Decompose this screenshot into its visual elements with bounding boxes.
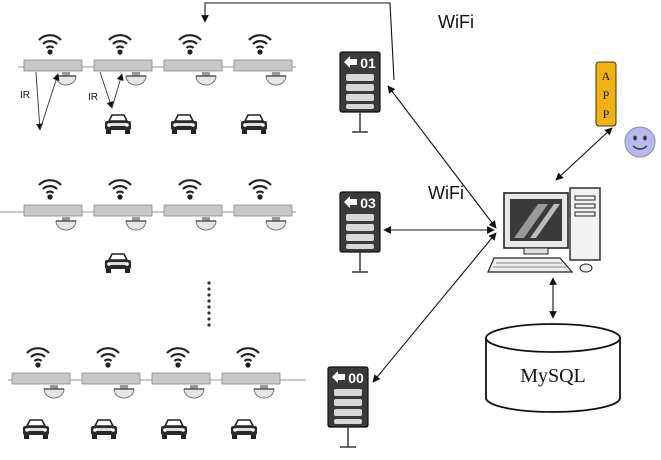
rail-segment <box>233 204 293 217</box>
guidance-sign-2: 03 <box>339 191 381 273</box>
parking-row-2 <box>0 179 296 274</box>
rail-segment <box>151 372 211 385</box>
rail-segment <box>221 372 281 385</box>
rail-segment <box>93 204 153 217</box>
car-icon <box>22 419 50 440</box>
wifi-icon <box>165 347 191 369</box>
rail-segment <box>11 372 71 385</box>
wifi-icon <box>177 179 203 201</box>
database-cylinder-icon: MySQL <box>485 323 621 413</box>
wifi-icon <box>247 34 273 56</box>
camera-dome-icon <box>125 71 147 86</box>
wifi-label-middle: WiFi <box>428 183 464 203</box>
wifi-icon <box>177 34 203 56</box>
camera-dome-icon <box>43 384 65 399</box>
wifi-link-sign1-row1 <box>201 2 395 81</box>
wifi-icon <box>37 34 63 56</box>
app-letter-p1: P <box>603 88 610 102</box>
car-icon <box>104 114 132 135</box>
rail-segment <box>93 59 153 72</box>
camera-dome-icon <box>55 216 77 231</box>
connection-lines <box>201 2 613 383</box>
guidance-sign-3: 00 <box>327 366 369 448</box>
ir-beams <box>35 71 124 131</box>
rail-segment <box>163 204 223 217</box>
rail-segment <box>163 59 223 72</box>
app-letter-p2: P <box>603 107 610 121</box>
wifi-icon <box>37 179 63 201</box>
camera-dome-icon <box>265 71 287 86</box>
database-label: MySQL <box>520 365 586 387</box>
wifi-icon <box>107 34 133 56</box>
rail-segment <box>233 59 293 72</box>
car-icon <box>230 419 258 440</box>
camera-dome-icon <box>253 384 275 399</box>
ir-label-right: IR <box>88 92 98 103</box>
link-computer-app <box>555 127 613 181</box>
car-icon <box>90 419 118 440</box>
more-rows-dots <box>207 281 211 327</box>
camera-dome-icon <box>195 216 217 231</box>
wifi-icon <box>107 179 133 201</box>
car-icon <box>170 114 198 135</box>
wifi-link-computer-sign1 <box>387 85 497 229</box>
app-box: A P P <box>595 61 617 127</box>
rail-segment <box>81 372 141 385</box>
parking-row-3 <box>8 347 306 440</box>
sign-number: 03 <box>360 195 376 211</box>
wifi-icon <box>25 347 51 369</box>
ir-label-left: IR <box>20 90 30 101</box>
car-icon <box>104 253 132 274</box>
camera-dome-icon <box>125 216 147 231</box>
rail-segment <box>23 59 83 72</box>
camera-dome-icon <box>265 216 287 231</box>
car-icon <box>240 114 268 135</box>
wifi-label-top: WiFi <box>438 12 474 32</box>
parking-row-1: IR IR <box>18 34 296 135</box>
sign-number: 00 <box>348 370 364 386</box>
camera-dome-icon <box>183 384 205 399</box>
sign-number: 01 <box>360 55 376 71</box>
rail-segment <box>23 204 83 217</box>
guidance-sign-1: 01 <box>339 51 381 133</box>
camera-dome-icon <box>113 384 135 399</box>
camera-dome-icon <box>55 71 77 86</box>
desktop-computer-icon <box>487 187 601 273</box>
camera-dome-icon <box>195 71 217 86</box>
wifi-icon <box>95 347 121 369</box>
car-icon <box>160 419 188 440</box>
wifi-icon <box>247 179 273 201</box>
app-letter-a: A <box>602 69 611 83</box>
wifi-link-computer-sign3 <box>372 232 497 383</box>
smiley-face-icon <box>624 126 656 158</box>
wifi-icon <box>235 347 261 369</box>
